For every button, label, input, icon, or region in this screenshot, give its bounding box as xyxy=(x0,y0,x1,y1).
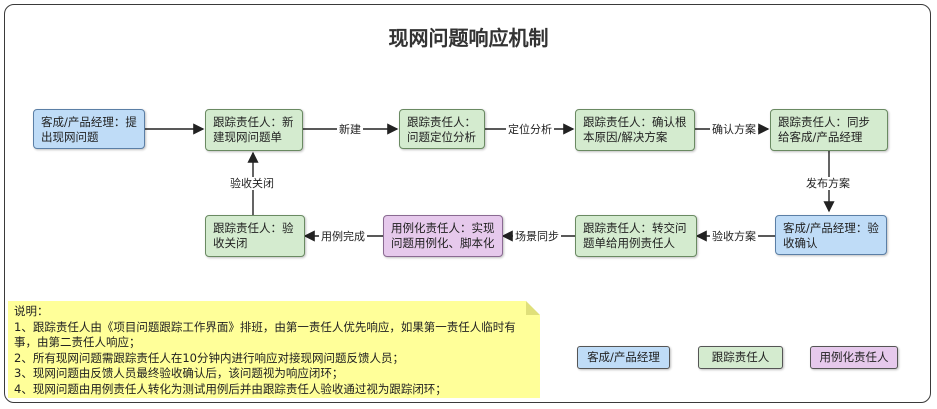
diagram-frame xyxy=(4,4,931,403)
node-case-scripting: 用例化责任人：实现问题用例化、脚本化 xyxy=(383,215,503,257)
edge-label-publish-plan: 发布方案 xyxy=(804,177,852,190)
legend-case-owner: 用例化责任人 xyxy=(810,346,898,369)
legend-customer: 客成/产品经理 xyxy=(577,346,670,369)
node-acceptance-close: 跟踪责任人：验收关闭 xyxy=(205,215,305,257)
edge-label-case-done: 用例完成 xyxy=(319,230,367,243)
note-line: 4、现网问题由用例责任人转化为测试用例后并由跟踪责任人验收通过视为跟踪闭环； xyxy=(14,381,447,396)
node-locate-analyze: 跟踪责任人：问题定位分析 xyxy=(399,109,485,149)
edge-label-create: 新建 xyxy=(337,123,363,136)
node-acceptance-confirm: 客成/产品经理：验收确认 xyxy=(775,215,887,255)
note-line: 3、现网问题由反馈人员最终验收确认后，该问题视为响应闭环； xyxy=(14,366,344,380)
edge-label-accept-plan: 验收方案 xyxy=(710,230,758,243)
note-line: 2、所有现网问题需跟踪责任人在10分钟内进行响应对接现网问题反馈人员； xyxy=(14,350,404,365)
edge-label-scene-sync: 场景同步 xyxy=(513,230,561,243)
edge-label-locate: 定位分析 xyxy=(506,123,554,136)
node-raise-issue: 客成/产品经理：提出现网问题 xyxy=(33,109,145,149)
note-corner-fold xyxy=(526,301,540,315)
node-create-ticket: 跟踪责任人：新建现网问题单 xyxy=(205,109,303,151)
note-heading: 说明： xyxy=(14,304,49,318)
node-confirm-root-cause: 跟踪责任人：确认根本原因/解决方案 xyxy=(575,109,695,151)
legend-tracker: 跟踪责任人 xyxy=(698,346,783,369)
edge-label-confirm-plan: 确认方案 xyxy=(710,123,758,136)
edge-label-accept-close: 验收关闭 xyxy=(228,177,276,190)
diagram-title: 现网问题响应机制 xyxy=(388,26,549,50)
node-handover-case: 跟踪责任人：转交问题单给用例责任人 xyxy=(575,215,697,257)
explanation-note: 说明： 1、跟踪责任人由《项目问题跟踪工作界面》排班，由第一责任人优先响应，如果… xyxy=(8,301,540,398)
note-line: 1、跟踪责任人由《项目问题跟踪工作界面》排班，由第一责任人优先响应，如果第一责任… xyxy=(14,319,516,350)
node-sync-customer: 跟踪责任人：同步给客成/产品经理 xyxy=(770,109,888,151)
